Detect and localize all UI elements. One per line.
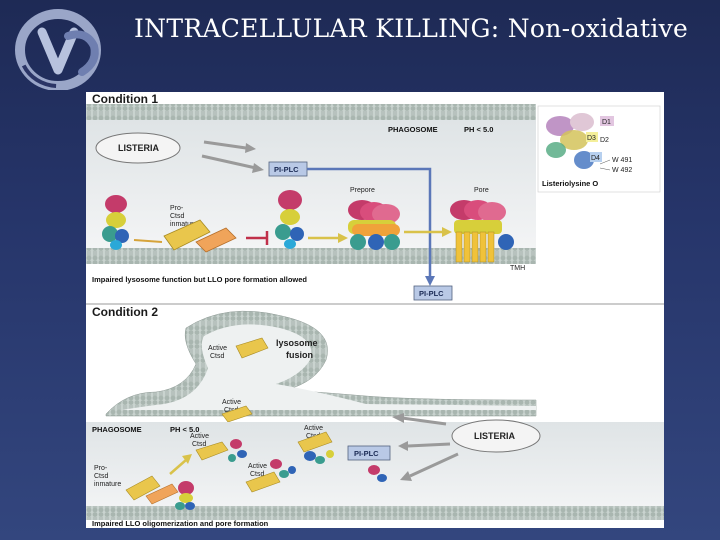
inset-d3: D3: [587, 135, 596, 142]
inset-w491: W 491: [612, 157, 632, 164]
llo-monomer-c2: [175, 481, 195, 510]
pi-plc-label-2: PI-PLC: [354, 449, 379, 458]
condition-2-panel: Condition 2 Active Ctsd lysosome fusion …: [86, 305, 664, 528]
slide-title: INTRACELLULAR KILLING: Non-oxidative: [134, 14, 689, 43]
bottom-membrane: [86, 248, 536, 264]
pro-ctsd-text-3: inmature: [170, 221, 197, 228]
condition-1-label: Condition 1: [92, 92, 158, 106]
lysosome-vesicle: [105, 310, 537, 417]
vc-logo-icon: [15, 9, 101, 90]
pro-ctsd-2-text-1: Pro-: [94, 465, 108, 472]
condition-2-caption: Impaired LLO oligomerization and pore fo…: [92, 519, 269, 528]
phagosome-label: PHAGOSOME: [388, 125, 438, 134]
active-ctsd-low-1: Active: [248, 463, 267, 470]
llo-monomer-middle: [275, 190, 304, 249]
pore-complex: [450, 200, 514, 263]
pro-ctsd-text-2: Ctsd: [170, 213, 185, 220]
phagosome-membrane-bottom: [86, 506, 664, 520]
listeria-bacterium-2: LISTERIA: [451, 419, 541, 453]
inset-d2: D2: [600, 137, 609, 144]
inset-title: Listeriolysine O: [542, 179, 598, 188]
pi-plc-arrow: [307, 167, 432, 278]
condition-1-caption: Impaired lysosome function but LLO pore …: [92, 275, 307, 284]
listeria-bacterium: LISTERIA: [95, 132, 181, 164]
inset-d1: D1: [602, 119, 611, 126]
top-membrane: [86, 104, 536, 120]
active-ctsd-mid: [221, 405, 253, 423]
listeria-label: LISTERIA: [118, 143, 160, 153]
tmh-label: TMH: [510, 265, 525, 272]
secretion-arrow: [203, 140, 247, 150]
active-ctsd-left: [195, 441, 229, 461]
pi-plc-label-top: PI-PLC: [274, 165, 299, 174]
pi-plc-box-bottom: [413, 285, 453, 301]
active-ctsd-left-2: Ctsd: [192, 441, 207, 448]
active-ctsd-low: [245, 471, 281, 493]
pro-ctsd-2-text-2: Ctsd: [94, 473, 109, 480]
active-ctsd-mid-2: Ctsd: [224, 407, 239, 414]
prepore-label: Prepore: [350, 187, 375, 194]
lysosome-label: lysosome: [276, 338, 318, 348]
condition-2-label: Condition 2: [92, 305, 158, 319]
inset-d4: D4: [591, 155, 600, 162]
active-ctsd-right-1: Active: [304, 425, 323, 432]
inset-w492: W 492: [612, 167, 632, 174]
pro-ctsd-text-1: Pro-: [170, 205, 184, 212]
pro-ctsd-2-text-3: inmature: [94, 481, 121, 488]
llo-structure-inset: D1 D3 D2 D4 W 491 W 492 Listeriolysine O: [537, 105, 661, 193]
pore-label: Pore: [474, 187, 489, 194]
listeria-label-2: LISTERIA: [474, 431, 516, 441]
llo-fragment-left: [228, 439, 247, 462]
active-ctsd-left-1: Active: [190, 433, 209, 440]
phagosome-label-2: PHAGOSOME: [92, 425, 142, 434]
active-ctsd-right: [297, 431, 333, 453]
pi-plc-label-bottom: PI-PLC: [419, 289, 444, 298]
llo-diagram: Condition 1 PHAGOSOME PH < 5.0 LISTERIA …: [86, 92, 664, 528]
pro-ctsd-protein: [133, 219, 237, 253]
active-ctsd-top-1: Active: [208, 345, 227, 352]
active-ctsd-mid-1: Active: [222, 399, 241, 406]
fusion-label: fusion: [286, 350, 313, 360]
active-ctsd-low-2: Ctsd: [250, 471, 265, 478]
ph-label: PH < 5.0: [464, 125, 493, 134]
llo-fragment-right: [304, 450, 387, 482]
ph-label-2: PH < 5.0: [170, 425, 199, 434]
active-ctsd-top: [235, 337, 269, 359]
activation-arrow: [169, 459, 187, 475]
pro-ctsd-protein-2: [125, 475, 179, 505]
prepore-complex: [348, 200, 400, 250]
pi-plc-box-2: [347, 445, 391, 461]
active-ctsd-top-2: Ctsd: [210, 353, 225, 360]
llo-monomer-left: [102, 195, 129, 250]
llo-fragment-low: [270, 459, 296, 478]
condition-1-panel: Condition 1 PHAGOSOME PH < 5.0 LISTERIA …: [86, 92, 664, 302]
